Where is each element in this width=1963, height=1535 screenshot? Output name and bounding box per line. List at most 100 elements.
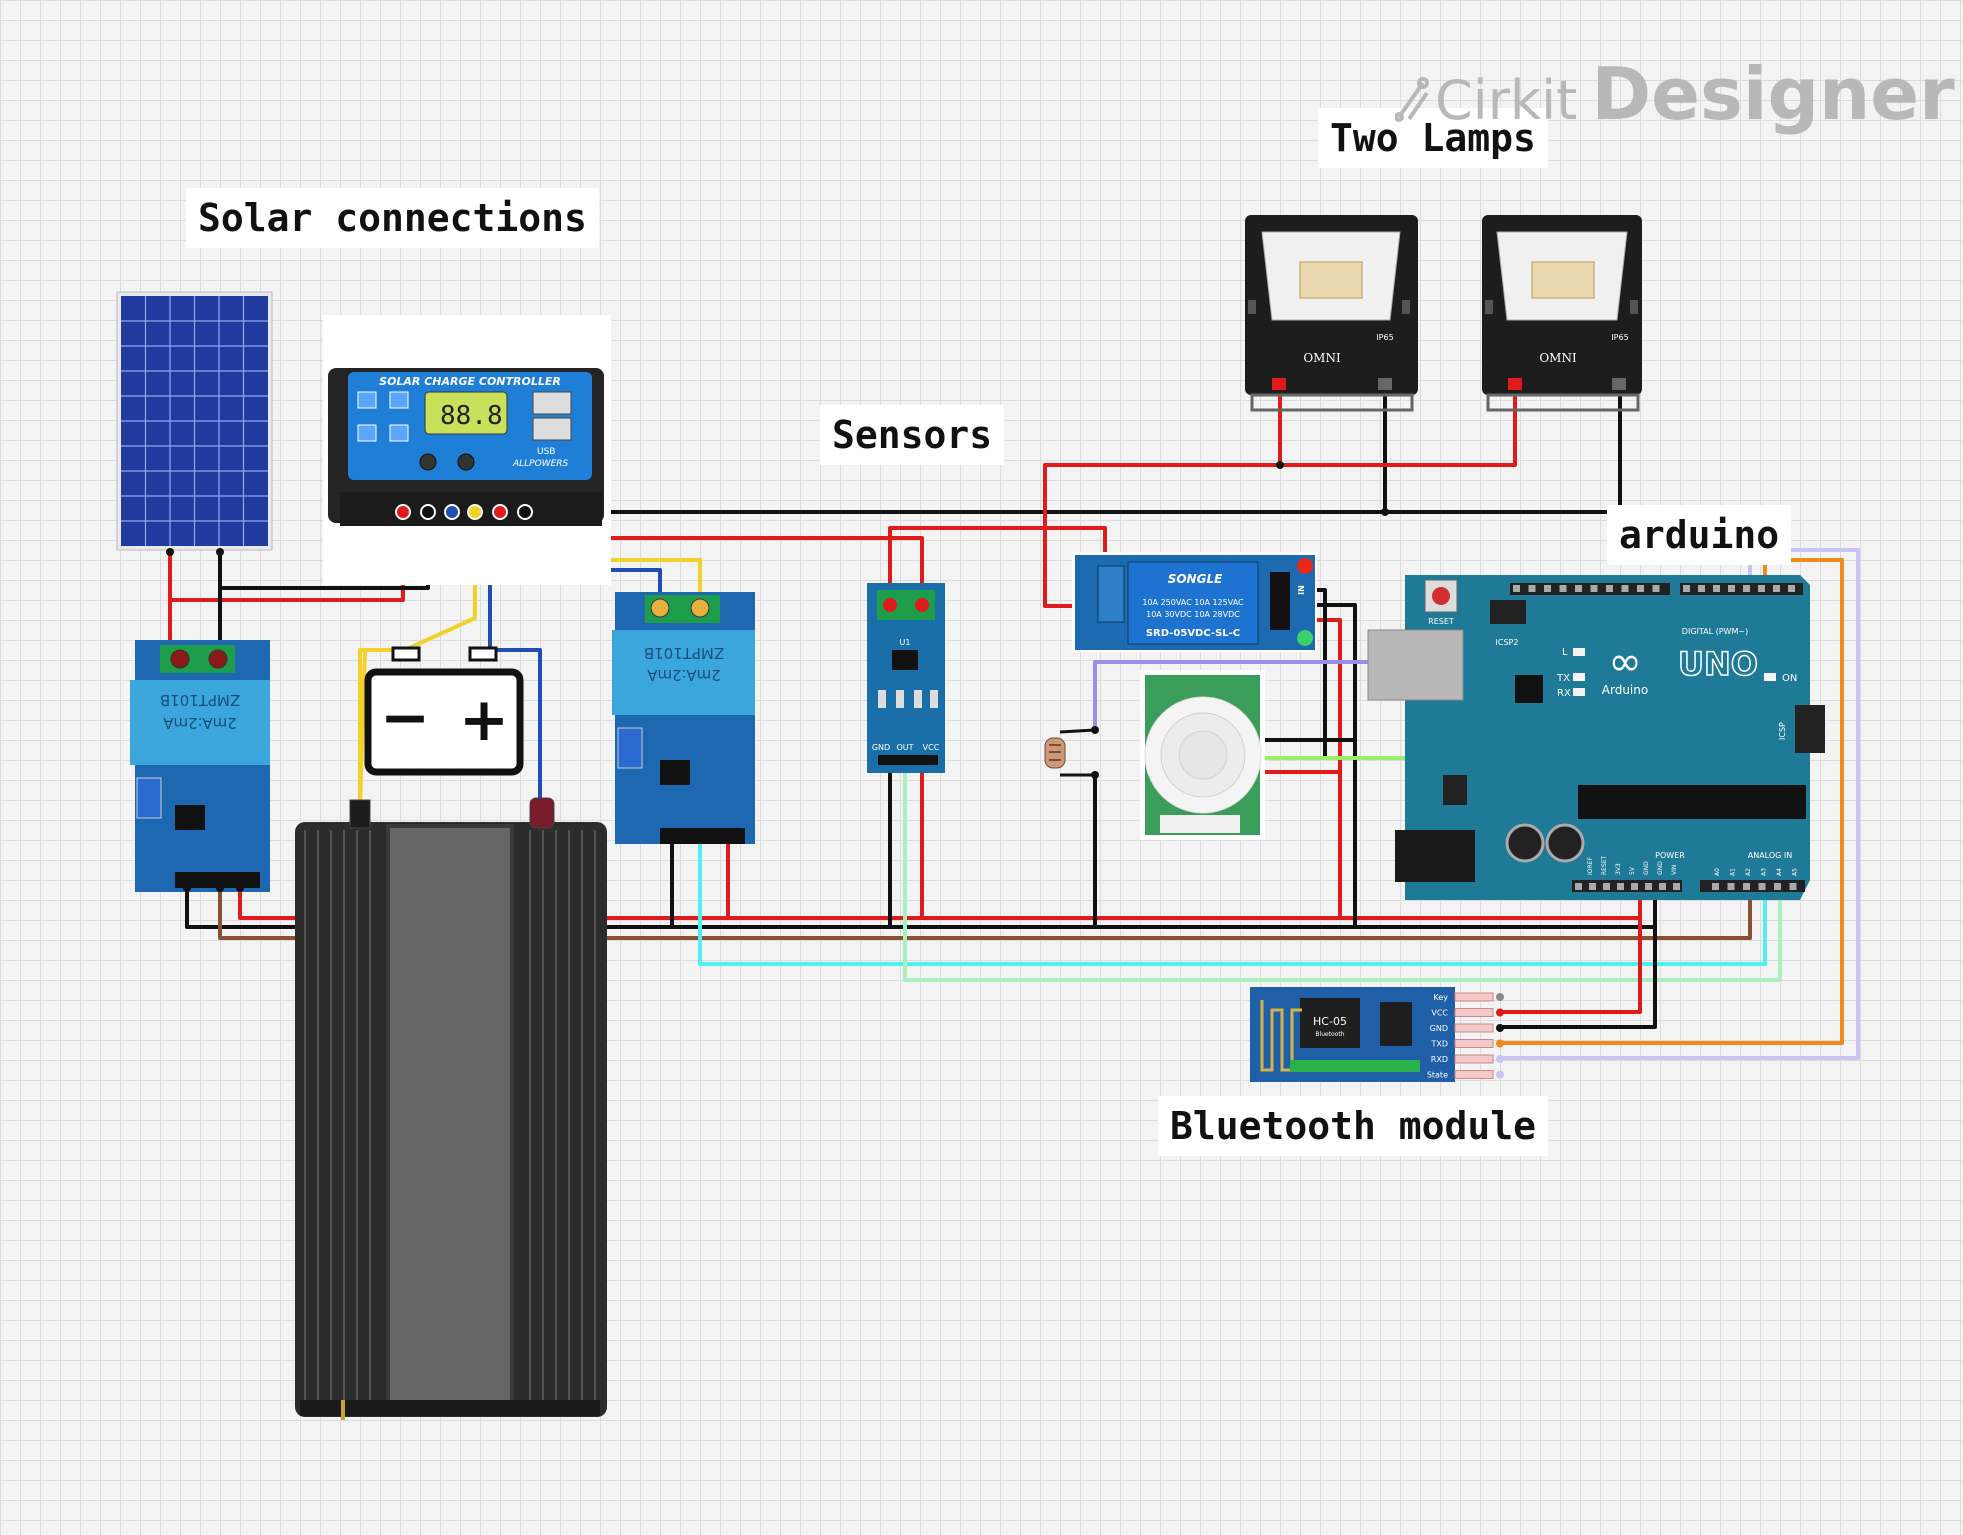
controller-button-2[interactable] [457, 453, 475, 471]
bt-pin-label: RXD [1431, 1055, 1448, 1064]
inverter-negative-terminal[interactable] [349, 799, 371, 829]
wire-relay-gnd[interactable] [1290, 603, 1357, 927]
arduino-model: UNO [1678, 645, 1758, 683]
bt-pin-dot[interactable] [1496, 1039, 1504, 1048]
wire-vs1-out-brown[interactable] [218, 888, 1752, 940]
solar-charge-controller[interactable]: SOLAR CHARGE CONTROLLER 88.8 USB ALLPOWE… [323, 315, 611, 585]
bt-pin-dot[interactable] [1496, 1008, 1504, 1017]
acs-chip-label: U1 [900, 638, 911, 647]
controller-usb-label: USB [537, 447, 555, 457]
brand-name: Cirkit [1435, 69, 1578, 132]
bt-pin-dot[interactable] [1496, 993, 1504, 1001]
arduino-reset-label: RESET [1428, 617, 1454, 626]
wire-controller-load-black[interactable] [525, 388, 1622, 514]
lamp-2[interactable]: OMNI IP65 [1482, 215, 1642, 412]
arduino-analog-pin-label: A1 [1730, 868, 1737, 876]
bt-pin-label: GND [1430, 1024, 1448, 1033]
bt-pin-label: TXD [1430, 1040, 1448, 1049]
lamp-1-brand: OMNI [1303, 351, 1341, 365]
acs-pin-out: OUT [896, 743, 913, 752]
arduino-header-pins [1513, 585, 1797, 890]
arduino-power-pin-label: 5V [1629, 866, 1636, 875]
relay-module[interactable]: SONGLE 10A 250VAC 10A 125VAC 10A 30VDC 1… [1072, 552, 1317, 652]
arduino-uno[interactable]: RESET ICSP2 DIGITAL (PWM~) ∞ UNO Arduino… [1367, 575, 1825, 900]
arduino-led-tx: TX [1556, 673, 1570, 684]
power-inverter[interactable] [295, 797, 607, 1420]
arduino-power-pin-label: GND [1643, 861, 1650, 875]
lamp-1[interactable]: OMNI IP65 [1245, 215, 1418, 412]
relay-led-red [1297, 558, 1313, 574]
label-arduino: arduino [1607, 505, 1792, 565]
battery-negative-sign: − [380, 683, 430, 753]
bt-pin-label: Key [1433, 993, 1448, 1002]
arduino-led-rx: RX [1557, 688, 1571, 699]
arduino-analog-pin-label: A4 [1776, 868, 1783, 876]
relay-in-label: IN [1297, 585, 1306, 595]
bt-pin-label: VCC [1431, 1009, 1448, 1018]
current-sensor[interactable]: U1 GND OUT VCC [867, 583, 945, 773]
arduino-digital-label: DIGITAL (PWM~) [1682, 627, 1748, 636]
wire-vs2-out-cyan[interactable] [698, 840, 1767, 966]
bt-pin-dot[interactable] [1496, 1055, 1504, 1063]
battery[interactable]: − + [364, 646, 524, 776]
controller-display: 88.8 [440, 401, 503, 431]
controller-terminals [395, 504, 533, 520]
arduino-led-l: L [1562, 647, 1568, 658]
arduino-power-pin-label: RESET [1601, 855, 1608, 875]
arduino-icsp2-label: ICSP2 [1496, 638, 1519, 647]
solar-panel[interactable] [116, 291, 273, 551]
arduino-analog-pin-label: A2 [1745, 868, 1752, 876]
arduino-power-pin-label: 3V3 [1615, 863, 1622, 875]
wire-acs-out-mint[interactable] [903, 760, 1782, 982]
voltage-sensor-1[interactable]: ZMPT101B 2mA:2mA [130, 640, 270, 892]
lamp-2-brand: OMNI [1539, 351, 1577, 365]
vs2-rating: 2mA:2mA [646, 666, 720, 684]
wire-junction-dots [166, 461, 1389, 892]
wire-lamps-red[interactable] [1278, 390, 1517, 467]
arduino-power-pin-label: IOREF [1587, 857, 1594, 875]
bt-pin-dot[interactable] [1496, 1024, 1504, 1032]
arduino-name: Arduino [1602, 683, 1648, 697]
wire-vcc-bus[interactable] [238, 888, 1642, 920]
bt-sub: Bluetooth [1315, 1031, 1344, 1038]
wire-bt-gnd[interactable] [1500, 927, 1657, 1029]
wire-bt-txd-orange[interactable] [1500, 558, 1844, 1045]
wire-gnd-bus[interactable] [185, 888, 1657, 929]
arduino-analog-label: ANALOG IN [1748, 851, 1793, 860]
arduino-analog-pin-labels: A0 A1 A2 A3 A4 A5 [1714, 868, 1799, 876]
bt-pin-label: State [1427, 1071, 1448, 1080]
arduino-logo-mark: ∞ [1608, 639, 1641, 685]
label-two-lamps: Two Lamps [1318, 108, 1548, 168]
lamp-2-rating: IP65 [1611, 333, 1628, 342]
relay-model: SRD-05VDC-SL-C [1146, 628, 1240, 639]
brand-product: Designer [1591, 52, 1955, 136]
inverter-positive-terminal[interactable] [529, 797, 555, 829]
battery-positive-sign: + [459, 685, 509, 755]
controller-brand: ALLPOWERS [512, 459, 569, 469]
arduino-analog-pin-label: A5 [1792, 868, 1799, 876]
controller-button-1[interactable] [419, 453, 437, 471]
vs1-model: ZMPT101B [160, 691, 240, 709]
pir-motion-sensor[interactable] [1140, 670, 1265, 840]
arduino-analog-pin-label: A3 [1761, 868, 1768, 876]
solar-panel-grid [121, 296, 268, 546]
relay-brand: SONGLE [1168, 572, 1223, 586]
arduino-analog-pin-label: A0 [1714, 868, 1721, 876]
acs-pin-gnd: GND [872, 743, 890, 752]
label-solar-connections: Solar connections [186, 188, 599, 248]
bt-pin-dot[interactable] [1496, 1070, 1504, 1079]
wire-battery-yellow-inverter[interactable] [358, 648, 405, 810]
voltage-sensor-2[interactable]: ZMPT101B 2mA:2mA [612, 592, 755, 844]
vs1-rating: 2mA:2mA [162, 714, 236, 732]
wire-bt-vcc[interactable] [1500, 918, 1642, 1014]
arduino-power-label: POWER [1655, 851, 1685, 860]
arduino-led-on: ON [1782, 673, 1797, 684]
photoresistor[interactable] [1044, 728, 1096, 777]
vs2-model: ZMPT101B [644, 644, 724, 662]
wire-relay-vcc[interactable] [1290, 618, 1342, 918]
lamp-1-rating: IP65 [1376, 333, 1393, 342]
